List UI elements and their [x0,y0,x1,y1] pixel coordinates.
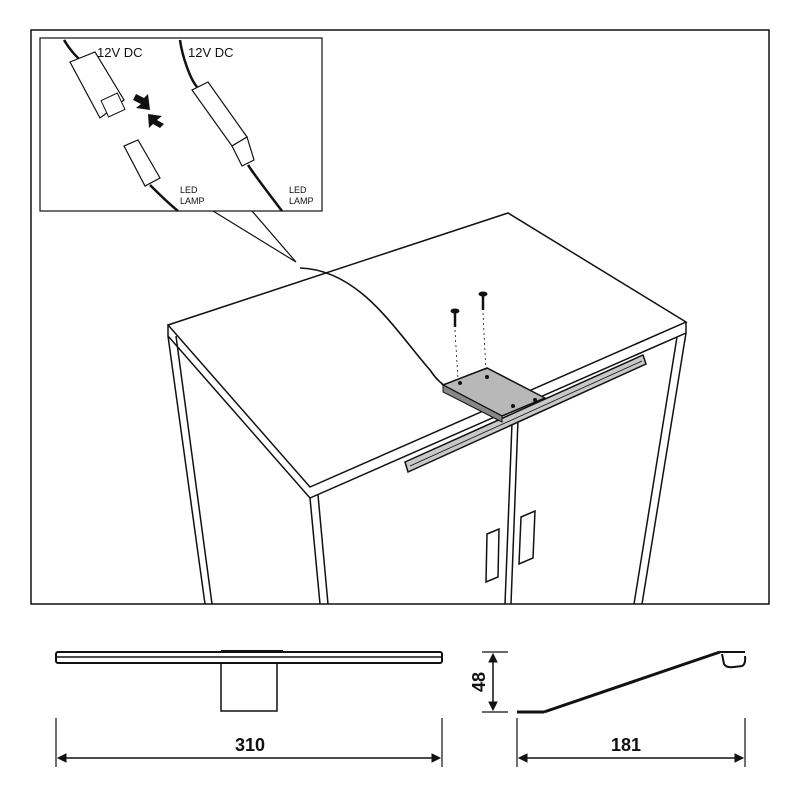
door-handle-right [518,509,536,566]
mounting-plate [441,367,547,423]
depth-dimension [516,718,746,767]
depth-value: 181 [611,735,641,755]
led-lamp-bar [404,353,647,474]
lamp-label-left-1: LED [180,185,198,195]
front-view [55,650,443,712]
lamp-label-right-2: LAMP [289,196,314,206]
power-label-right: 12V DC [188,45,234,60]
side-view [517,650,747,714]
width-dimension [55,718,443,767]
door-split [510,419,519,605]
power-label-left: 12V DC [97,45,143,60]
arrow-up-icon [148,114,164,128]
screw-icon [450,308,460,381]
width-value: 310 [235,735,265,755]
lamp-label-right-1: LED [289,185,307,195]
height-dimension [482,651,508,713]
lamp-label-left-2: LAMP [180,196,205,206]
cabinet [166,212,688,605]
screw-icon [478,291,488,373]
lamp-socket [123,139,161,187]
arrow-down-icon [133,94,150,110]
height-value: 48 [469,672,489,692]
callout-pointer [212,210,297,263]
door-handle-left [485,527,500,584]
connector-inset: 12V DC 12V DC LED LAMP LED LAMP [39,37,323,212]
